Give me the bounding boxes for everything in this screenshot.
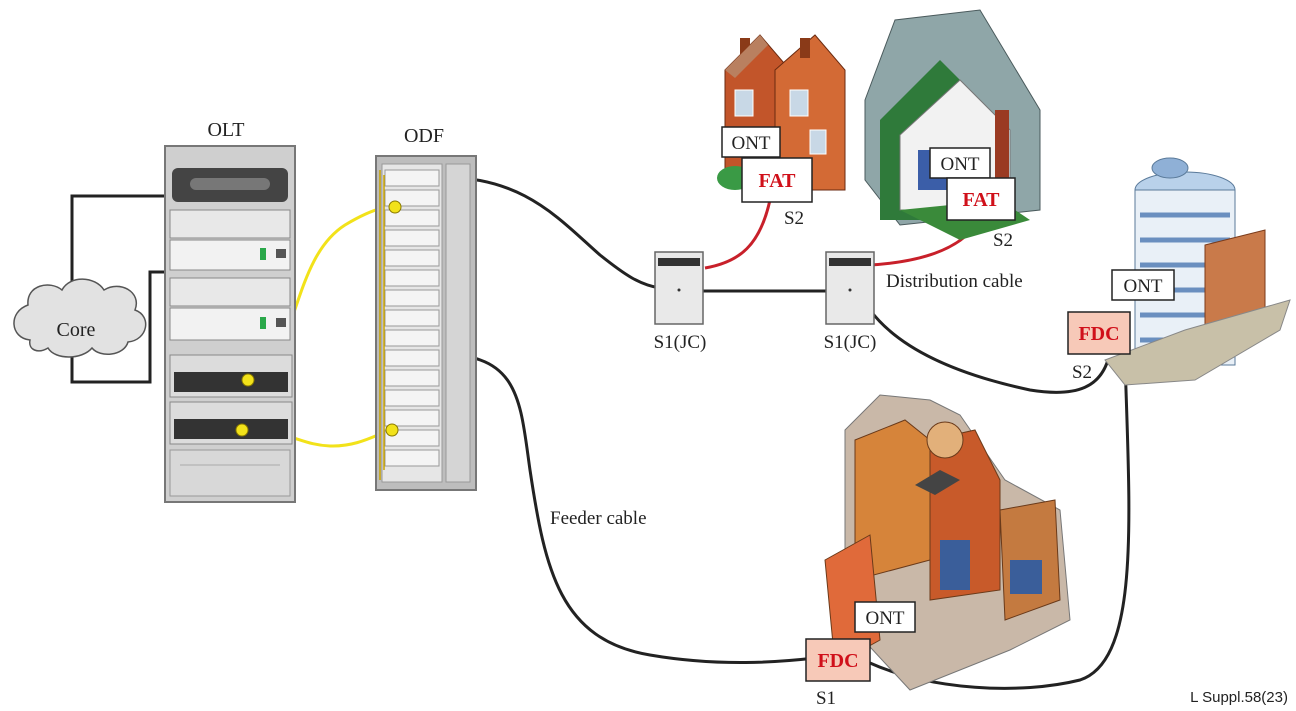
distribution-cable-label: Distribution cable (886, 271, 1023, 292)
ont-villa-label: ONT (940, 154, 979, 175)
fat-villa-label: FAT (962, 189, 1000, 211)
figure-reference: L Suppl.58(23) (1190, 689, 1288, 706)
olt-core-link-upper (70, 194, 168, 300)
odf-to-jc-cable (431, 176, 661, 290)
odf-fiber-bundle (379, 170, 385, 480)
olt-label: OLT (207, 119, 244, 141)
core-label: Core (57, 319, 96, 341)
odf-connector-lower (385, 423, 399, 437)
s1jc-right-label: S1(JC) (824, 332, 877, 353)
odf-label: ODF (404, 125, 444, 147)
s2-houses-label: S2 (784, 208, 804, 229)
fat-box-villa: FAT (946, 177, 1016, 221)
odf-connector-upper (388, 200, 402, 214)
s1jc-left-label: S1(JC) (654, 332, 707, 353)
splice-closure-left: S1(JC) (654, 251, 707, 353)
ont-tower-label: ONT (1123, 276, 1162, 297)
distribution-cable-line (868, 309, 1110, 394)
fdc-mall-label: FDC (817, 650, 858, 672)
fdc-tower-label: FDC (1078, 323, 1119, 345)
fat-houses-label: FAT (758, 170, 796, 192)
odf-panels (384, 169, 440, 467)
splice-closure-right: S1(JC) (824, 251, 877, 353)
s2-villa-label: S2 (993, 230, 1013, 251)
ont-box-houses: ONT (721, 126, 781, 158)
core-cloud: Core (13, 278, 147, 358)
olt-rack: OLT (164, 119, 296, 503)
fdc-box-mall: FDC (805, 638, 871, 682)
ont-houses-label: ONT (731, 133, 770, 154)
s2-tower-label: S2 (1072, 362, 1092, 383)
ont-box-villa: ONT (929, 147, 991, 179)
fat-box-houses: FAT (741, 157, 813, 203)
ont-mall-label: ONT (865, 608, 904, 629)
fdc-box-tower: FDC (1067, 311, 1131, 355)
feeder-cable-label: Feeder cable (550, 508, 647, 529)
ont-box-tower: ONT (1111, 269, 1175, 301)
ont-box-mall: ONT (854, 601, 916, 633)
feeder-cable-line (431, 353, 816, 665)
olt-port-upper-connector (241, 373, 255, 387)
olt-port-lower-connector (235, 423, 249, 437)
s1-mall-label: S1 (816, 688, 836, 709)
olt-core-link-lower (70, 270, 168, 384)
drop-cable-houses (704, 199, 772, 270)
odf-frame: ODF (375, 125, 477, 491)
fdc-to-fdc-cable (869, 359, 1131, 690)
